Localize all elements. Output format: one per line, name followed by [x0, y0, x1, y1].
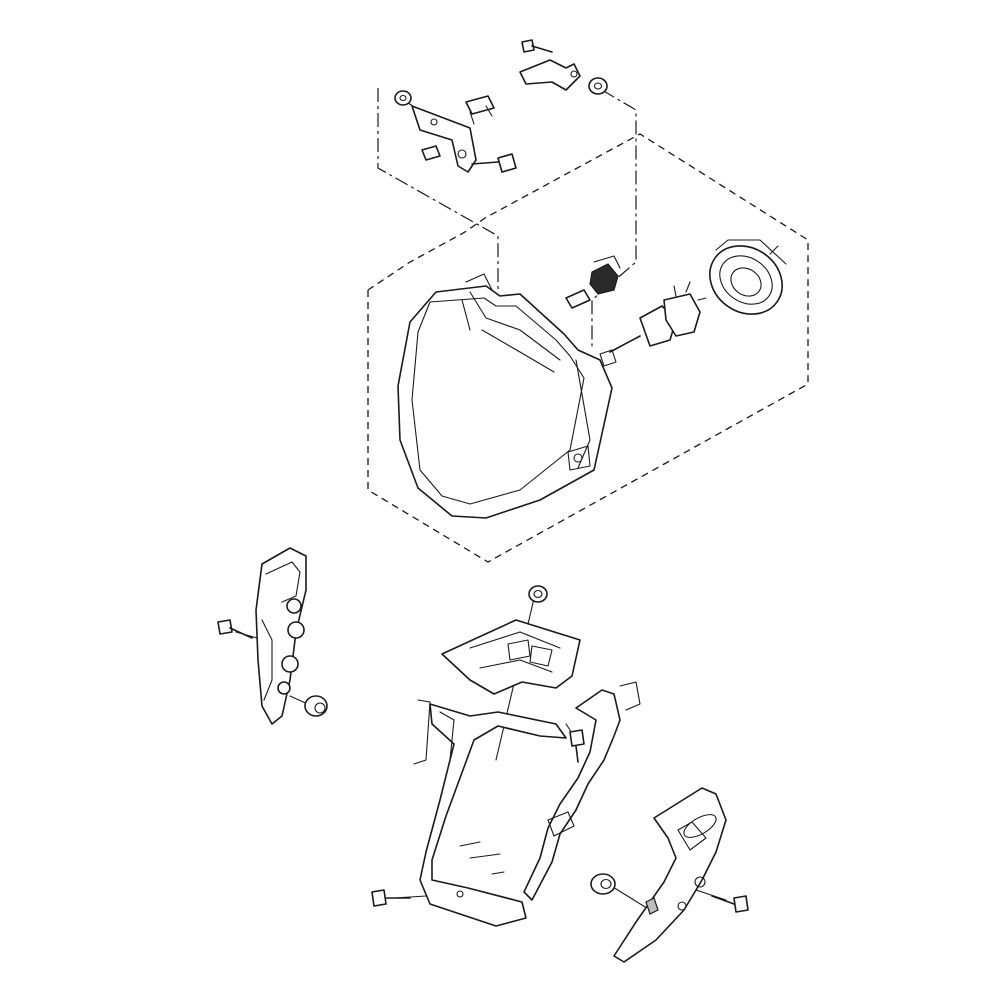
bolt-icon	[569, 729, 585, 763]
grommet-icon	[528, 585, 548, 603]
bolt-icon	[711, 895, 749, 913]
small-bulb-icon	[565, 289, 591, 309]
headlight-stay	[413, 619, 641, 927]
nut-icon	[645, 897, 659, 915]
grommet-icon	[590, 873, 616, 895]
socket-icon	[589, 255, 621, 295]
adjuster-bracket	[411, 95, 495, 173]
bolt-icon	[371, 889, 411, 907]
bulb-icon	[609, 281, 707, 353]
bolt-icon	[471, 153, 517, 173]
headlight-assembly-boundary	[367, 133, 809, 563]
washer-icon	[394, 90, 412, 106]
rubber-cap-icon	[709, 239, 787, 315]
washer-icon	[588, 77, 608, 95]
nut-icon	[421, 145, 441, 161]
bolt-icon	[521, 39, 553, 53]
bolt-icon	[217, 619, 253, 639]
right-cover	[613, 787, 727, 963]
left-cover	[255, 547, 307, 725]
clip-icon	[465, 95, 495, 125]
headlight-unit	[397, 273, 617, 519]
grommet-icon	[304, 695, 328, 717]
upper-stay	[519, 59, 581, 91]
